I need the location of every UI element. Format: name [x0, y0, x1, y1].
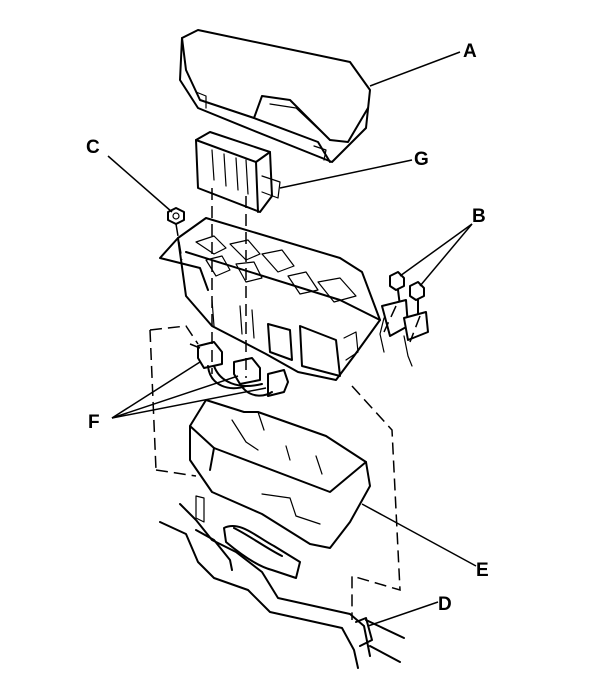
- part-labels: A C G B F E D: [86, 41, 489, 615]
- label-e: E: [476, 560, 489, 581]
- part-g-relay-block: [195, 131, 281, 213]
- part-a-cover: [179, 29, 371, 163]
- part-e-lower-tray: [189, 399, 371, 549]
- label-a: A: [463, 41, 477, 62]
- label-d: D: [438, 594, 452, 615]
- fuse-box-body: [159, 217, 381, 381]
- label-c: C: [86, 137, 100, 158]
- label-f: F: [88, 412, 100, 433]
- part-f-connectors: [197, 341, 289, 397]
- alignment-lines: [149, 188, 421, 620]
- label-g: G: [414, 149, 429, 170]
- leader-lines: [107, 51, 477, 627]
- label-b: B: [472, 206, 486, 227]
- part-d-frame: [159, 495, 405, 669]
